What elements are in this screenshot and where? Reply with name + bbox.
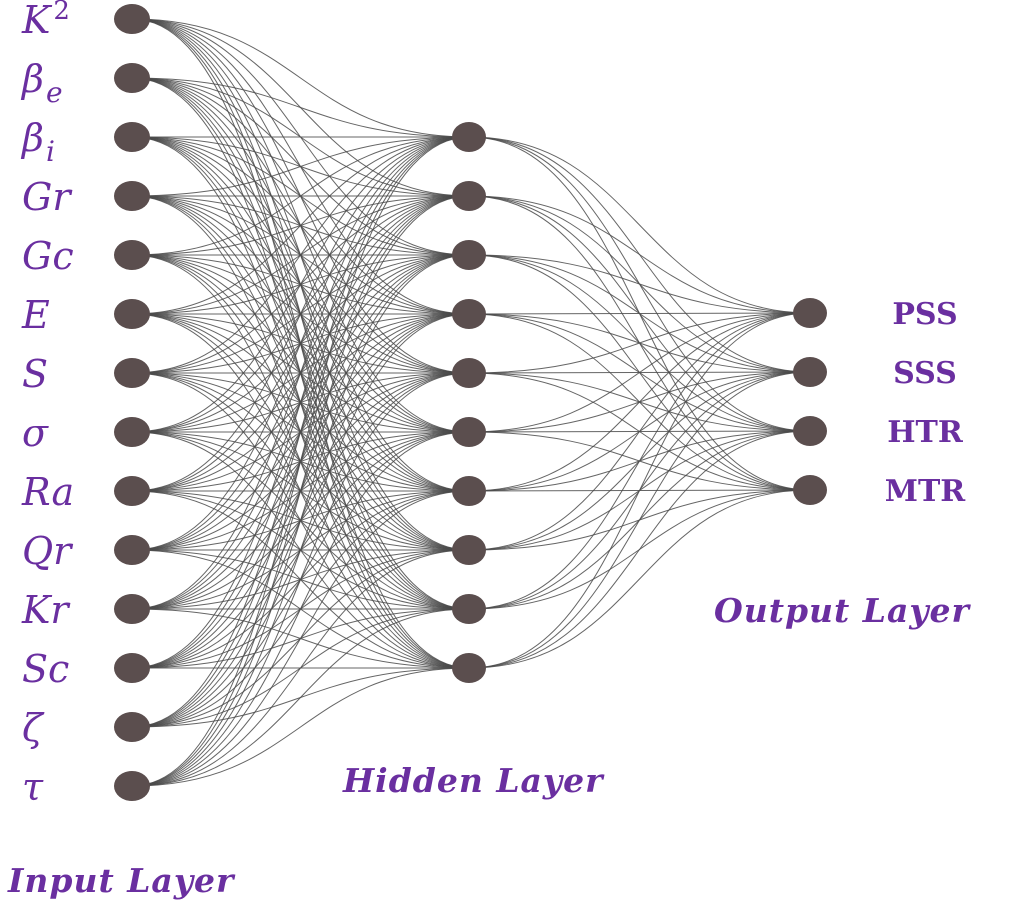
input-variable-label: Qr — [22, 529, 74, 573]
input-hidden-connection — [131, 136, 470, 787]
output-labels: PSS SSS HTR MTR — [885, 297, 967, 509]
output-variable-label: PSS — [892, 297, 957, 332]
hidden-layer-title: Hidden Layer — [342, 761, 605, 800]
input-hidden-connection — [131, 136, 470, 669]
input-variable-label: ζ — [22, 706, 45, 750]
input-hidden-connection — [131, 136, 470, 197]
input-variable-label: τ — [22, 765, 44, 809]
input-node — [114, 240, 150, 270]
hidden-output-connection — [468, 312, 811, 433]
input-node — [114, 653, 150, 683]
input-node — [114, 181, 150, 211]
input-variable-label: Kr — [21, 588, 71, 632]
hidden-output-connection — [468, 312, 811, 551]
hidden-output-connection — [468, 312, 811, 315]
input-hidden-connection — [131, 667, 470, 787]
input-hidden-connection — [131, 136, 470, 610]
input-variable-label: S — [22, 352, 48, 396]
input-node — [114, 535, 150, 565]
input-hidden-connection — [131, 549, 470, 787]
input-hidden-connection — [131, 136, 470, 374]
input-hidden-connection — [131, 254, 470, 787]
input-hidden-connection — [131, 313, 470, 787]
input-hidden-connection — [131, 431, 470, 787]
hidden-node — [452, 299, 486, 329]
input-node — [114, 4, 150, 34]
input-variable-label: βe — [20, 57, 63, 109]
input-node — [114, 712, 150, 742]
input-layer-nodes — [114, 4, 150, 801]
input-node — [114, 299, 150, 329]
hidden-node — [452, 240, 486, 270]
output-node — [793, 475, 827, 505]
hidden-node — [452, 535, 486, 565]
input-hidden-connection — [131, 136, 470, 492]
hidden-node — [452, 122, 486, 152]
connections — [131, 18, 811, 787]
input-variable-label: βi — [20, 116, 55, 168]
input-variable-label: σ — [22, 411, 49, 455]
output-variable-label: HTR — [887, 415, 964, 450]
hidden-node — [452, 476, 486, 506]
input-node — [114, 476, 150, 506]
input-hidden-connection — [131, 136, 470, 551]
output-node — [793, 357, 827, 387]
hidden-node — [452, 417, 486, 447]
hidden-output-connection — [468, 136, 811, 314]
hidden-output-connection — [468, 312, 811, 610]
output-variable-label: MTR — [885, 474, 967, 509]
input-node — [114, 771, 150, 801]
input-hidden-connection — [131, 136, 470, 433]
input-node — [114, 358, 150, 388]
input-variable-label: Ra — [21, 470, 74, 514]
input-hidden-connection — [131, 136, 470, 256]
input-layer-title: Input Layer — [7, 861, 236, 900]
input-node — [114, 122, 150, 152]
input-hidden-connection — [131, 136, 470, 315]
hidden-output-connection — [468, 371, 811, 669]
input-hidden-connection — [131, 195, 470, 787]
output-layer-title: Output Layer — [714, 591, 972, 630]
input-node — [114, 63, 150, 93]
input-node — [114, 594, 150, 624]
hidden-output-connection — [468, 195, 811, 314]
input-hidden-connection — [131, 77, 470, 138]
hidden-output-connection — [468, 312, 811, 669]
input-variable-label: Sc — [22, 647, 69, 691]
output-node — [793, 416, 827, 446]
input-hidden-connection — [131, 136, 470, 728]
input-variable-label: Gc — [22, 234, 74, 278]
hidden-layer-nodes — [452, 122, 486, 683]
input-node — [114, 417, 150, 447]
output-node — [793, 298, 827, 328]
hidden-output-connection — [468, 312, 811, 492]
hidden-node — [452, 594, 486, 624]
input-hidden-connection — [131, 608, 470, 787]
hidden-output-connection — [468, 254, 811, 314]
input-variable-label: E — [21, 293, 50, 337]
hidden-node — [452, 653, 486, 683]
hidden-node — [452, 181, 486, 211]
hidden-output-connection — [468, 489, 811, 669]
output-layer-nodes — [793, 298, 827, 505]
output-variable-label: SSS — [893, 356, 957, 391]
input-hidden-connection — [131, 490, 470, 787]
input-hidden-connection — [131, 372, 470, 787]
hidden-output-connection — [468, 312, 811, 374]
input-hidden-connection — [131, 18, 470, 138]
hidden-node — [452, 358, 486, 388]
hidden-output-connection — [468, 430, 811, 669]
input-variable-label: Gr — [22, 175, 73, 219]
